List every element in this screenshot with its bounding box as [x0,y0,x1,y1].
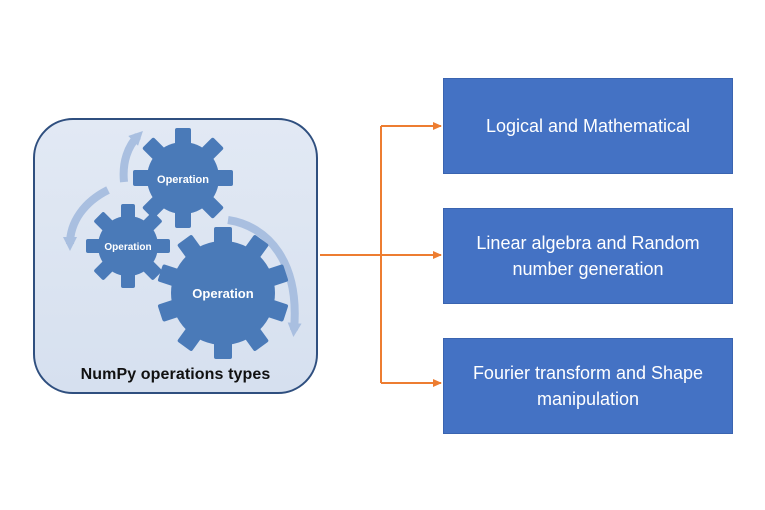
type-box-label: Linear algebra and Random number generat… [476,233,700,279]
gear-left-icon: Operation [86,204,170,288]
type-box-label: Logical and Mathematical [485,116,691,136]
gear-top-label: Operation [157,174,209,186]
gear-large-icon: Operation [157,227,289,359]
type-box-logical-mathematical: Logical and Mathematical [443,78,733,174]
gear-left-label: Operation [104,242,151,253]
cycle-arrow-right [227,216,302,337]
type-box-label: Fourier transform and Shape manipulation [472,363,704,409]
gear-top-icon: Operation [133,128,233,228]
cycle-arrow-top [119,131,143,183]
type-box-linear-algebra-random: Linear algebra and Random number generat… [443,208,733,304]
panel-title: NumPy operations types [80,366,271,383]
type-box-fourier-shape: Fourier transform and Shape manipulation [443,338,733,434]
cycle-arrow-left [63,186,110,251]
gear-large-label: Operation [192,286,253,301]
